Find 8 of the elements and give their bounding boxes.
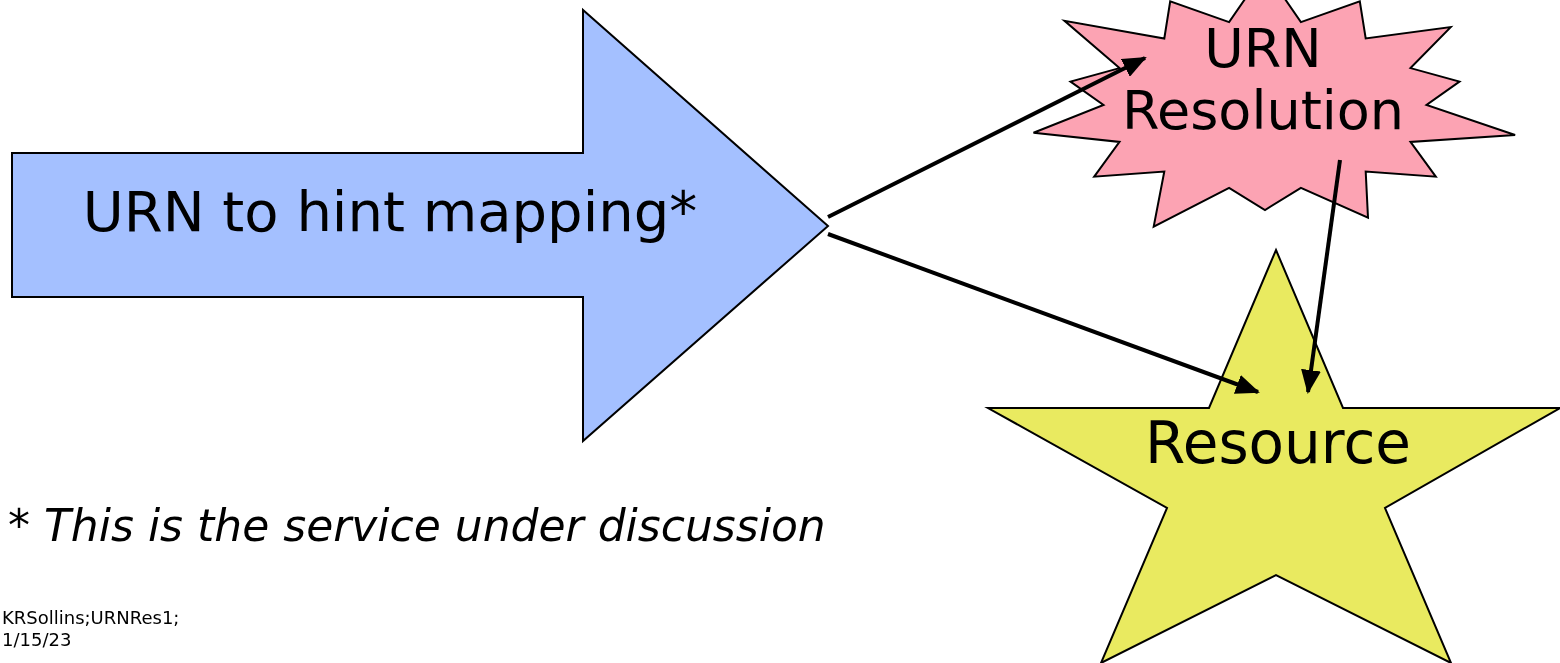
arrow xyxy=(827,56,1147,219)
arrow xyxy=(1301,159,1342,394)
node-label: URN Resolution xyxy=(1120,18,1406,143)
node-label: Resource xyxy=(1144,410,1412,477)
node-label: URN to hint mapping* xyxy=(81,180,699,245)
footnote: * This is the service under discussion xyxy=(8,500,826,553)
arrow xyxy=(827,232,1260,394)
slide-reference: KRSollins;URNRes1; 1/15/23 xyxy=(2,607,181,651)
